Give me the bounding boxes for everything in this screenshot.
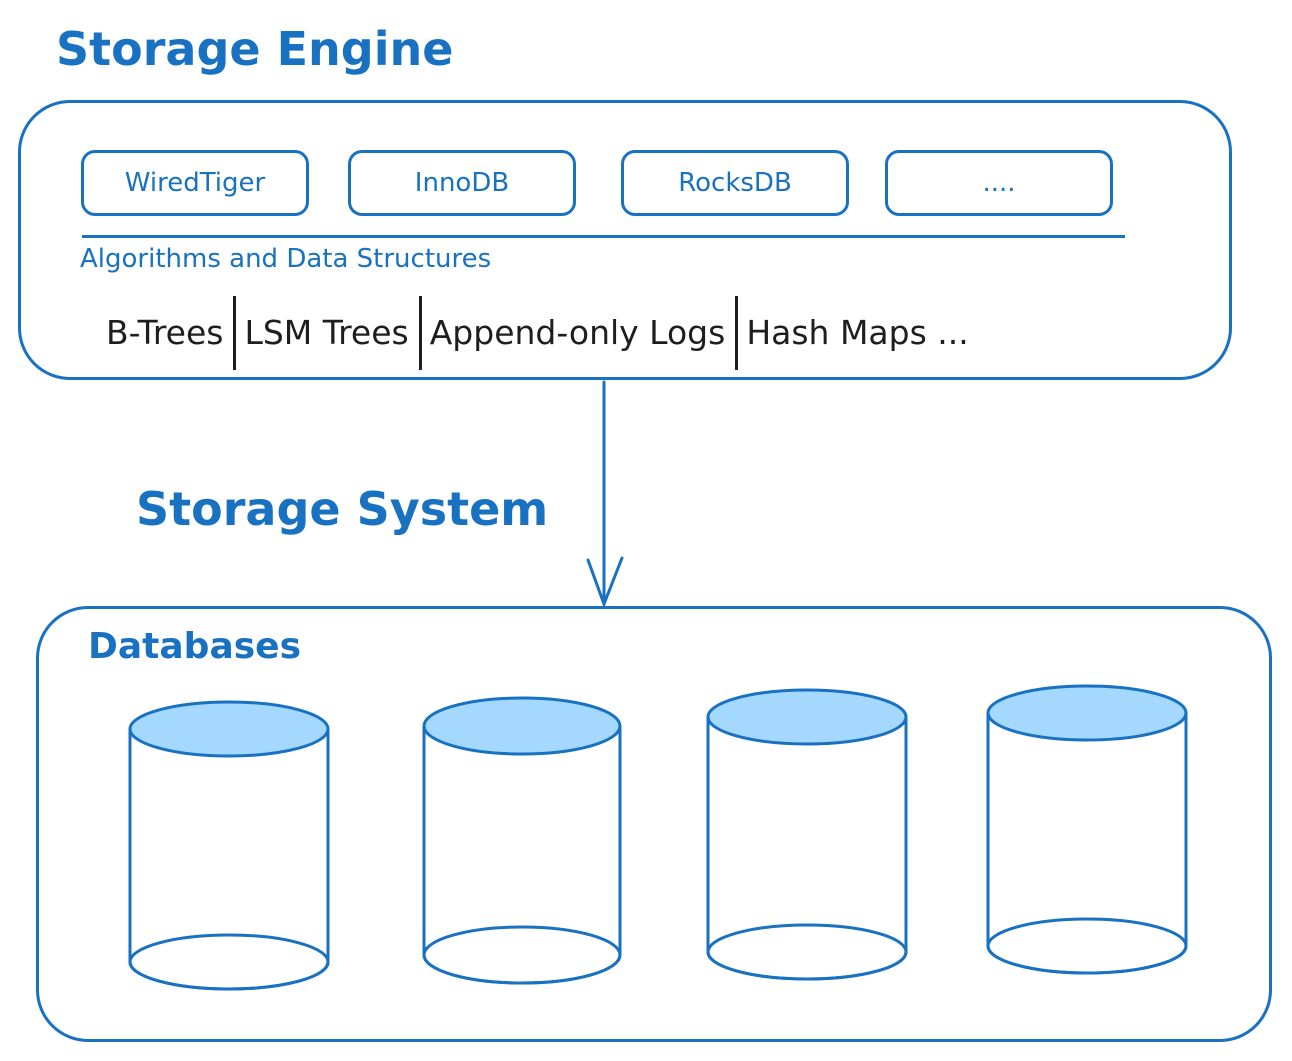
engine-box-innodb: InnoDB <box>348 150 576 216</box>
data-structures-row: B-Trees LSM Trees Append-only Logs Hash … <box>106 296 979 370</box>
cylinder-bottom <box>706 923 908 981</box>
databases-container <box>36 606 1272 1042</box>
database-cylinder <box>422 696 622 985</box>
storage-system-title: Storage System <box>136 482 549 536</box>
cylinder-top <box>706 688 908 746</box>
database-cylinder <box>706 688 908 981</box>
storage-engine-container <box>18 100 1232 380</box>
structure-separator <box>735 296 739 370</box>
engine-divider-line <box>82 235 1125 238</box>
database-cylinder <box>986 684 1188 975</box>
algorithms-label: Algorithms and Data Structures <box>80 244 492 274</box>
cylinder-top <box>986 684 1188 742</box>
cylinder-body <box>422 726 622 985</box>
databases-label: Databases <box>88 626 302 667</box>
cylinder-bottom <box>128 933 330 991</box>
engine-to-databases-arrow <box>586 380 624 609</box>
storage-engine-title: Storage Engine <box>56 22 454 76</box>
engine-box-wiredtiger: WiredTiger <box>81 150 309 216</box>
structure-hash-maps: Hash Maps ... <box>746 313 969 352</box>
cylinder-body <box>986 713 1188 975</box>
database-cylinder <box>128 700 330 991</box>
engine-box-more: .... <box>885 150 1113 216</box>
structure-btrees: B-Trees <box>106 313 224 352</box>
engine-box-rocksdb: RocksDB <box>621 150 849 216</box>
cylinder-bottom <box>986 917 1188 975</box>
cylinder-body <box>706 717 908 981</box>
cylinder-bottom <box>422 925 622 985</box>
cylinder-body <box>128 729 330 991</box>
structure-lsm-trees: LSM Trees <box>244 313 409 352</box>
structure-append-only-logs: Append-only Logs <box>429 313 726 352</box>
structure-separator <box>418 296 422 370</box>
cylinder-top <box>128 700 330 758</box>
structure-separator <box>233 296 237 370</box>
cylinder-top <box>422 696 622 756</box>
database-cylinders <box>128 684 1188 991</box>
